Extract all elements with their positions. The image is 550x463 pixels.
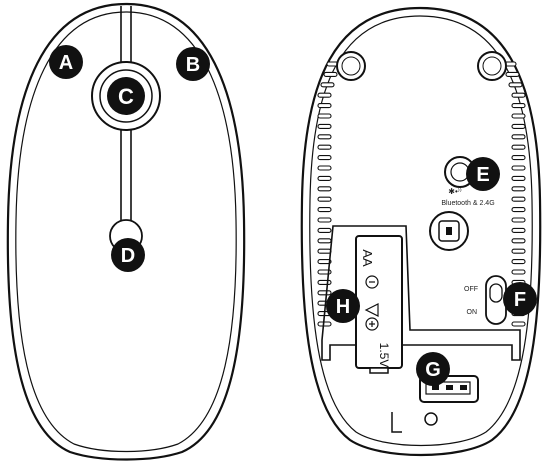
marker-h: H — [326, 289, 360, 323]
switch-on-label: ON — [467, 309, 478, 316]
battery-voltage-label: 1.5V — [377, 343, 391, 368]
vent-slot — [511, 134, 526, 140]
vent-slot — [511, 123, 526, 129]
vent-slot — [511, 227, 526, 233]
bottom-body-inner — [309, 15, 533, 447]
receiver-clip — [391, 412, 402, 433]
mode-icons: ✱•⁾⁾ — [448, 187, 461, 196]
battery-compartment — [321, 225, 521, 361]
vent-slot — [317, 175, 332, 181]
vent-slot — [317, 207, 332, 213]
svg-text:B: B — [186, 54, 200, 76]
vent-slot — [323, 71, 338, 77]
vent-slot — [511, 217, 526, 223]
svg-text:A: A — [59, 52, 73, 74]
svg-text:E: E — [476, 164, 489, 186]
marker-e: E — [466, 157, 500, 191]
marker-d: D — [111, 238, 145, 272]
svg-text:D: D — [121, 245, 135, 267]
vent-slot — [511, 248, 526, 254]
rubber-foot-left-inner — [341, 56, 361, 76]
vent-slot — [511, 196, 526, 202]
vent-slot — [317, 238, 332, 244]
rubber-foot-right-inner — [482, 56, 502, 76]
rubber-foot-right — [477, 51, 507, 81]
top-body-inner — [15, 11, 237, 453]
rubber-foot-left — [336, 51, 366, 81]
vent-slot — [511, 186, 526, 192]
vent-slot — [511, 207, 526, 213]
vent-slot — [511, 144, 526, 150]
vent-slot — [317, 259, 332, 265]
vent-slot — [511, 238, 526, 244]
vent-slot — [511, 259, 526, 265]
vent-slot — [317, 103, 332, 109]
vent-slot — [317, 113, 332, 119]
vent-slot — [320, 82, 335, 88]
battery-polarity-icons — [364, 275, 379, 331]
vent-slot — [508, 82, 523, 88]
marker-a: A — [49, 45, 83, 79]
marker-c: C — [107, 77, 145, 115]
marker-f: F — [503, 282, 537, 316]
vent-slot — [511, 113, 526, 119]
vent-slot — [317, 279, 332, 285]
vent-slot — [511, 92, 526, 98]
mode-label: Bluetooth & 2.4G — [441, 200, 494, 207]
vent-slot — [511, 103, 526, 109]
vent-slot — [511, 175, 526, 181]
vent-slot — [511, 321, 526, 327]
optical-sensor — [429, 211, 469, 251]
vent-slot — [317, 134, 332, 140]
vent-slot — [317, 92, 332, 98]
svg-text:G: G — [425, 359, 441, 381]
power-switch-knob — [489, 283, 503, 303]
svg-text:F: F — [514, 289, 526, 311]
vent-slot — [317, 123, 332, 129]
vent-slot — [317, 165, 332, 171]
switch-off-label: OFF — [464, 286, 478, 293]
vent-slot — [317, 227, 332, 233]
vent-slot — [317, 196, 332, 202]
vent-slot — [505, 71, 520, 77]
battery-type-label: AA — [360, 249, 375, 267]
vent-slot — [317, 186, 332, 192]
marker-b: B — [176, 47, 210, 81]
mouse-bottom-view: ✱•⁾⁾ Bluetooth & 2.4G OFF ON AA 1.5V — [300, 6, 542, 457]
vent-slot — [317, 248, 332, 254]
svg-text:C: C — [118, 84, 134, 109]
vent-slot — [511, 165, 526, 171]
svg-text:H: H — [336, 296, 350, 318]
mouse-top-view — [6, 2, 246, 461]
vent-slot — [317, 155, 332, 161]
vent-slot — [317, 321, 332, 327]
vent-slot — [511, 269, 526, 275]
marker-g: G — [416, 352, 450, 386]
vent-slot — [317, 217, 332, 223]
vent-slot — [317, 290, 332, 296]
vent-slot — [317, 144, 332, 150]
vent-slot — [511, 155, 526, 161]
screw-hole — [424, 412, 438, 426]
